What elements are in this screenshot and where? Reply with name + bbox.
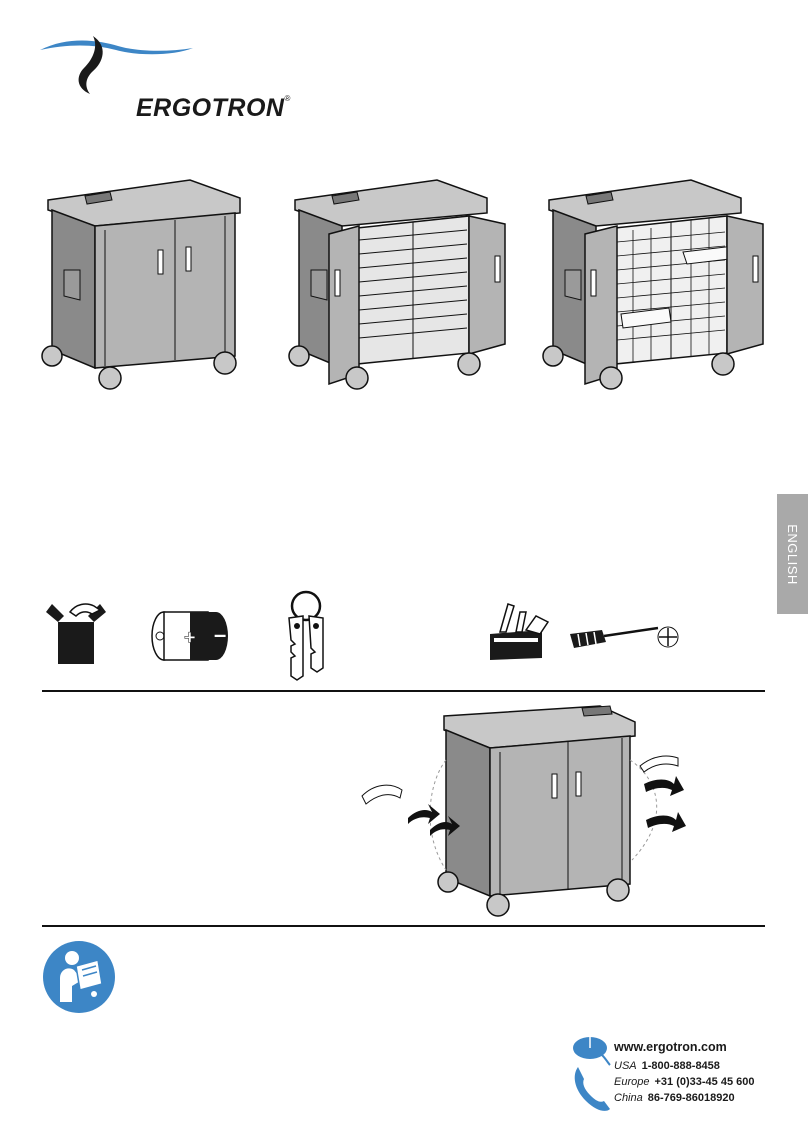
cart-open-shelves-illustration	[287, 178, 506, 393]
battery-icon: + –	[150, 608, 240, 669]
read-manual-icon	[42, 940, 116, 1014]
section-divider	[42, 925, 765, 927]
cart-open-bins-illustration	[541, 178, 764, 393]
cart-closed-illustration	[40, 178, 250, 393]
cart-door-open-illustration	[360, 700, 690, 922]
toolbox-icon	[486, 602, 552, 667]
svg-text:–: –	[214, 622, 226, 647]
language-label: ENGLISH	[785, 523, 801, 585]
svg-text:+: +	[184, 627, 196, 649]
keys-icon	[283, 588, 333, 689]
section-divider	[42, 690, 765, 692]
phillips-tip-icon	[655, 624, 681, 655]
mouse-icon	[573, 1037, 611, 1066]
logo-wordmark: ERGOTRON®	[136, 94, 291, 122]
screwdriver-icon	[566, 620, 662, 661]
ergotron-logo: ERGOTRON®	[38, 32, 290, 122]
phone-line-europe: Europe+31 (0)33-45 45 600	[614, 1076, 755, 1088]
website-link[interactable]: www.ergotron.com	[614, 1040, 727, 1054]
logo-swoosh-icon	[40, 36, 193, 94]
box-unpack-icon	[42, 600, 112, 673]
phone-icon	[574, 1067, 610, 1111]
language-tab: ENGLISH	[777, 494, 808, 614]
